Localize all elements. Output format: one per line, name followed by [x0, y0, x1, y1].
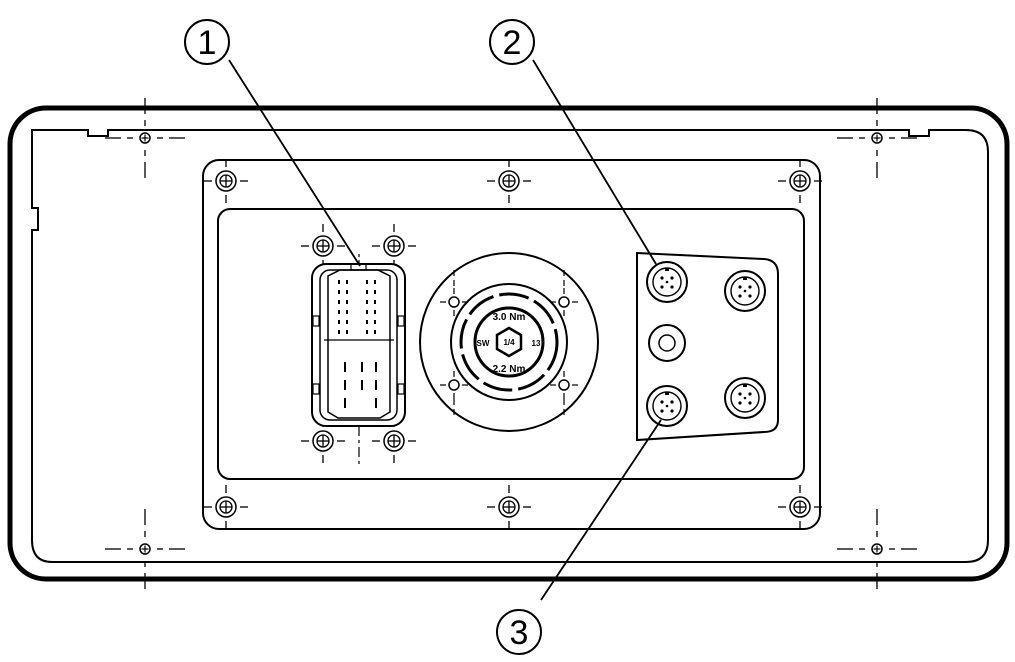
callout-2: 2: [489, 19, 535, 65]
m12-connector-top-left: [646, 261, 688, 303]
torque-top-label: 3.0 Nm: [493, 312, 526, 323]
screw-plate-bottom-center: [486, 484, 532, 530]
callout-1: 1: [184, 19, 230, 65]
vent-port: [648, 324, 686, 362]
m12-connector-bottom-left: [646, 385, 688, 427]
housing-outer: [7, 105, 1010, 582]
callout-2-number: 2: [503, 24, 522, 62]
screw-plate-bottom-left: [203, 484, 249, 530]
screw-plate-top-left: [203, 158, 249, 204]
leader-line-1: [228, 59, 361, 267]
hex-size-label: 1/4: [503, 338, 515, 347]
torque-bottom-label: 2.2 Nm: [493, 364, 526, 375]
right-mark-label: 13: [532, 339, 541, 348]
cover-plate: [202, 159, 821, 530]
screw-plate-bottom-right: [777, 484, 823, 530]
m12-connector-bottom-right: [724, 377, 766, 419]
main-connector: [300, 223, 417, 468]
callout-3-number: 3: [510, 614, 529, 652]
m12-connector-top-right: [724, 270, 766, 312]
inner-panel: [217, 208, 805, 480]
leader-line-2: [532, 59, 657, 265]
callout-1-number: 1: [198, 24, 217, 62]
leader-line-3: [540, 419, 662, 601]
housing-inner-rim: [31, 129, 989, 563]
screw-plate-top-center: [486, 158, 532, 204]
callout-3: 3: [496, 609, 542, 655]
central-valve: 3.0 Nm 2.2 Nm 1/4 SW 13: [419, 252, 599, 432]
left-mark-label: SW: [477, 339, 490, 348]
connector-panel: [636, 251, 779, 442]
